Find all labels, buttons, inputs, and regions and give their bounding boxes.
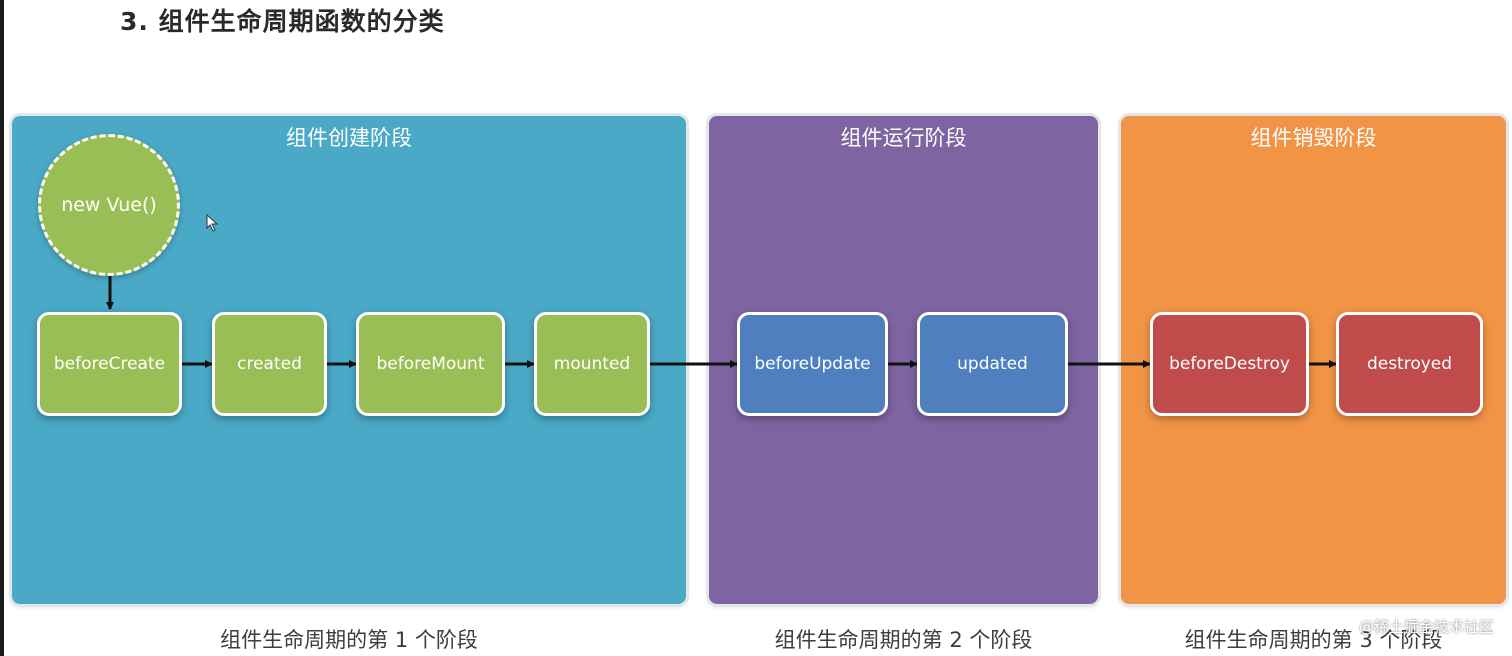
node-beforeupdate[interactable]: beforeUpdate: [737, 312, 888, 416]
new-vue-node[interactable]: new Vue(): [38, 134, 180, 276]
phase-destroy-title: 组件销毁阶段: [1250, 126, 1377, 150]
mouse-cursor-icon: [206, 214, 219, 232]
node-beforedestroy[interactable]: beforeDestroy: [1150, 312, 1309, 416]
node-destroyed[interactable]: destroyed: [1336, 312, 1483, 416]
phase-run-title: 组件运行阶段: [840, 126, 967, 150]
watermark: @稀土掘金技术社区: [1358, 618, 1494, 636]
node-created[interactable]: created: [212, 312, 327, 416]
node-beforemount[interactable]: beforeMount: [356, 312, 505, 416]
phase-run-caption: 组件生命周期的第 2 个阶段: [774, 628, 1033, 652]
phase-destroy-caption: 组件生命周期的第 3 个阶段: [1184, 628, 1443, 652]
phase-create-caption: 组件生命周期的第 1 个阶段: [220, 628, 478, 652]
node-mounted[interactable]: mounted: [534, 312, 650, 416]
node-updated[interactable]: updated: [917, 312, 1068, 416]
section-heading: 3. 组件生命周期函数的分类: [120, 7, 445, 36]
left-edge-bar: [0, 0, 4, 656]
phase-create-title: 组件创建阶段: [286, 126, 412, 150]
node-beforecreate[interactable]: beforeCreate: [37, 312, 182, 416]
